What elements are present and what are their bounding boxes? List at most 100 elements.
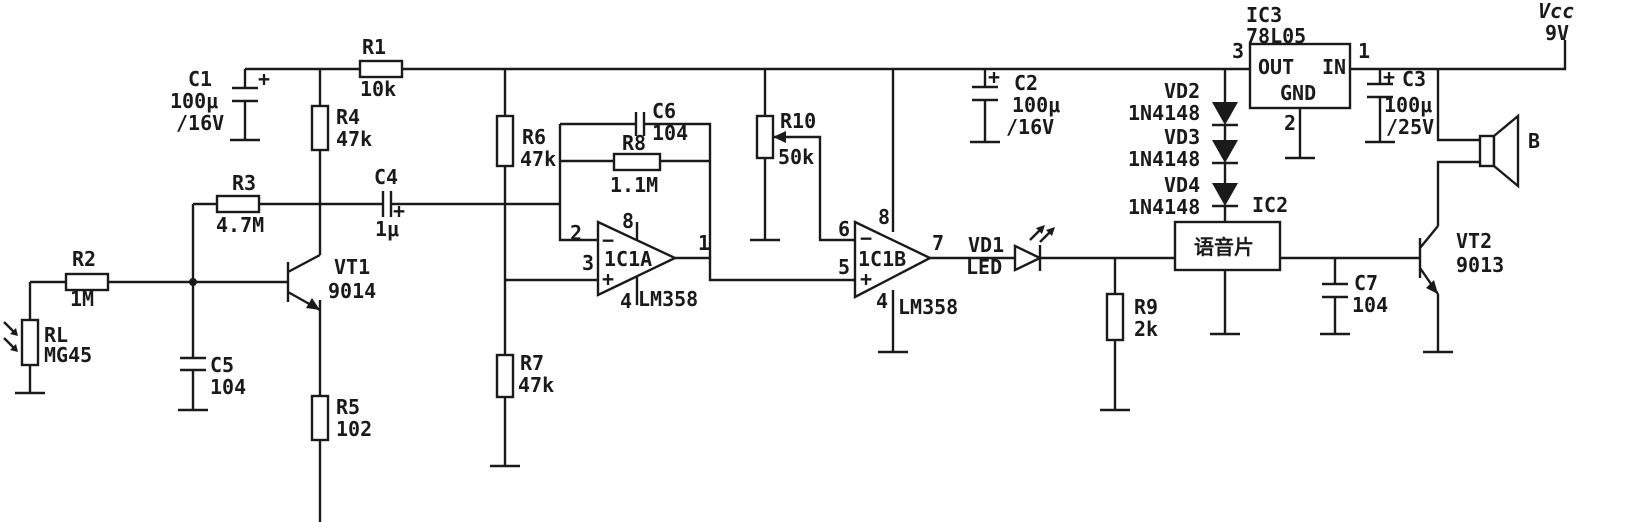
ic1a-pin4: 4 — [620, 289, 632, 313]
vd3-label: VD3 — [1164, 125, 1200, 149]
vd4-symbol — [1212, 183, 1238, 206]
wires — [15, 40, 1567, 522]
ic1b-pin5: 5 — [838, 255, 850, 279]
c3-wires — [1365, 69, 1395, 144]
r8-body — [612, 152, 662, 172]
c4-plus: + — [393, 199, 405, 223]
c1-cap: 100μ — [170, 89, 218, 113]
ic1b-plus: + — [860, 267, 872, 291]
r3-label: R3 — [232, 171, 256, 195]
c1-volt: /16V — [176, 111, 224, 135]
ic1a-plus: + — [602, 267, 614, 291]
c6-label: C6 — [652, 99, 676, 123]
divider-column — [490, 69, 520, 468]
top-rail — [245, 40, 1567, 71]
r6-label: R6 — [522, 125, 546, 149]
ic1b-pin7: 7 — [932, 231, 944, 255]
ic3-gnd — [1285, 108, 1315, 160]
r6-body — [495, 114, 515, 168]
capacitors — [180, 82, 1393, 372]
vd1-led-symbol — [1013, 244, 1043, 272]
c3-plates — [1367, 82, 1393, 99]
ic1b-pin6: 6 — [838, 217, 850, 241]
r3-value: 4.7M — [216, 213, 264, 237]
ic1b-pin8: 8 — [878, 205, 890, 229]
vt1-part: 9014 — [328, 279, 376, 303]
r9-wires — [1100, 258, 1130, 412]
ic2-label: IC2 — [1252, 193, 1288, 217]
c7-plates — [1322, 282, 1348, 299]
r10-body — [755, 114, 775, 160]
c2-cap: 100μ — [1012, 93, 1060, 117]
r2-body — [64, 272, 110, 292]
junction-input — [189, 278, 197, 286]
ic1a-label: 1C1A — [604, 247, 652, 271]
ic1a-minus: − — [602, 228, 614, 252]
ic2-vt2 — [1280, 256, 1420, 336]
speaker-icon — [1478, 113, 1520, 189]
diodes — [1013, 102, 1238, 272]
r6-value: 47k — [520, 147, 556, 171]
c5-value: 104 — [210, 375, 246, 399]
ic1a-part: LM358 — [638, 287, 698, 311]
ic1a-pin8: 8 — [622, 209, 634, 233]
ic1a-pin3: 3 — [582, 251, 594, 275]
c2-plus: + — [988, 65, 1000, 89]
c2-label: C2 — [1014, 71, 1038, 95]
c3-cap: 100μ — [1384, 93, 1432, 117]
r2-value: 1M — [70, 287, 94, 311]
ic1b-power — [878, 69, 908, 354]
vcc-value: 9V — [1545, 21, 1569, 45]
speaker-label: B — [1528, 129, 1540, 153]
c3-volt: /25V — [1386, 115, 1434, 139]
c5-plates — [180, 356, 206, 372]
ic3-in-pin: IN — [1322, 55, 1346, 79]
vt1-label: VT1 — [334, 255, 370, 279]
r4-value: 47k — [336, 127, 372, 151]
ic1b-minus: − — [860, 226, 872, 250]
r7-body — [495, 353, 515, 399]
r1-label: R1 — [362, 35, 386, 59]
component-labels: IC3 78L05 OUT IN GND 3 1 2 Vcc 9V C1 100… — [44, 0, 1574, 441]
rl-part: MG45 — [44, 343, 92, 367]
ic1b-pin4: 4 — [876, 289, 888, 313]
vt2-emitter — [1423, 294, 1453, 354]
vt2-part: 9013 — [1456, 253, 1504, 277]
ic1b-label: 1C1B — [858, 247, 906, 271]
r9-value: 2k — [1134, 317, 1158, 341]
node-vertical — [178, 204, 208, 412]
ic3-gnd-pin: GND — [1280, 81, 1316, 105]
ic1b-opamp — [853, 220, 933, 299]
r8-value: 1.1M — [610, 173, 658, 197]
vd2-symbol — [1212, 102, 1238, 125]
r2-label: R2 — [72, 247, 96, 271]
r8-label: R8 — [622, 131, 646, 155]
vd3-part: 1N4148 — [1128, 147, 1200, 171]
r1-value: 10k — [360, 77, 396, 101]
vt2-label: VT2 — [1456, 229, 1492, 253]
junctions — [189, 278, 197, 286]
r1-body — [358, 59, 404, 79]
c2-volt: /16V — [1006, 115, 1054, 139]
ic1b-part: LM358 — [898, 295, 958, 319]
ic2-name: 语音片 — [1194, 235, 1254, 259]
rl-body — [20, 318, 40, 367]
r5-body — [310, 394, 330, 442]
r5-label: R5 — [336, 395, 360, 419]
c1-wires — [230, 69, 260, 142]
c6-plates — [634, 112, 646, 136]
c2-wires — [970, 69, 1000, 144]
ic1a-pin1: 1 — [698, 231, 710, 255]
c1-label: C1 — [188, 67, 212, 91]
ic3-pin1: 1 — [1358, 39, 1370, 63]
r4-label: R4 — [336, 105, 360, 129]
r4-body — [310, 104, 330, 152]
rl-wires — [15, 282, 45, 395]
ic1a-feedback — [558, 122, 712, 258]
resistors — [20, 59, 1125, 442]
c5-label: C5 — [210, 353, 234, 377]
c1-plus: + — [258, 67, 270, 91]
ic3-regulator — [1248, 42, 1352, 110]
c4-plates — [381, 191, 393, 217]
